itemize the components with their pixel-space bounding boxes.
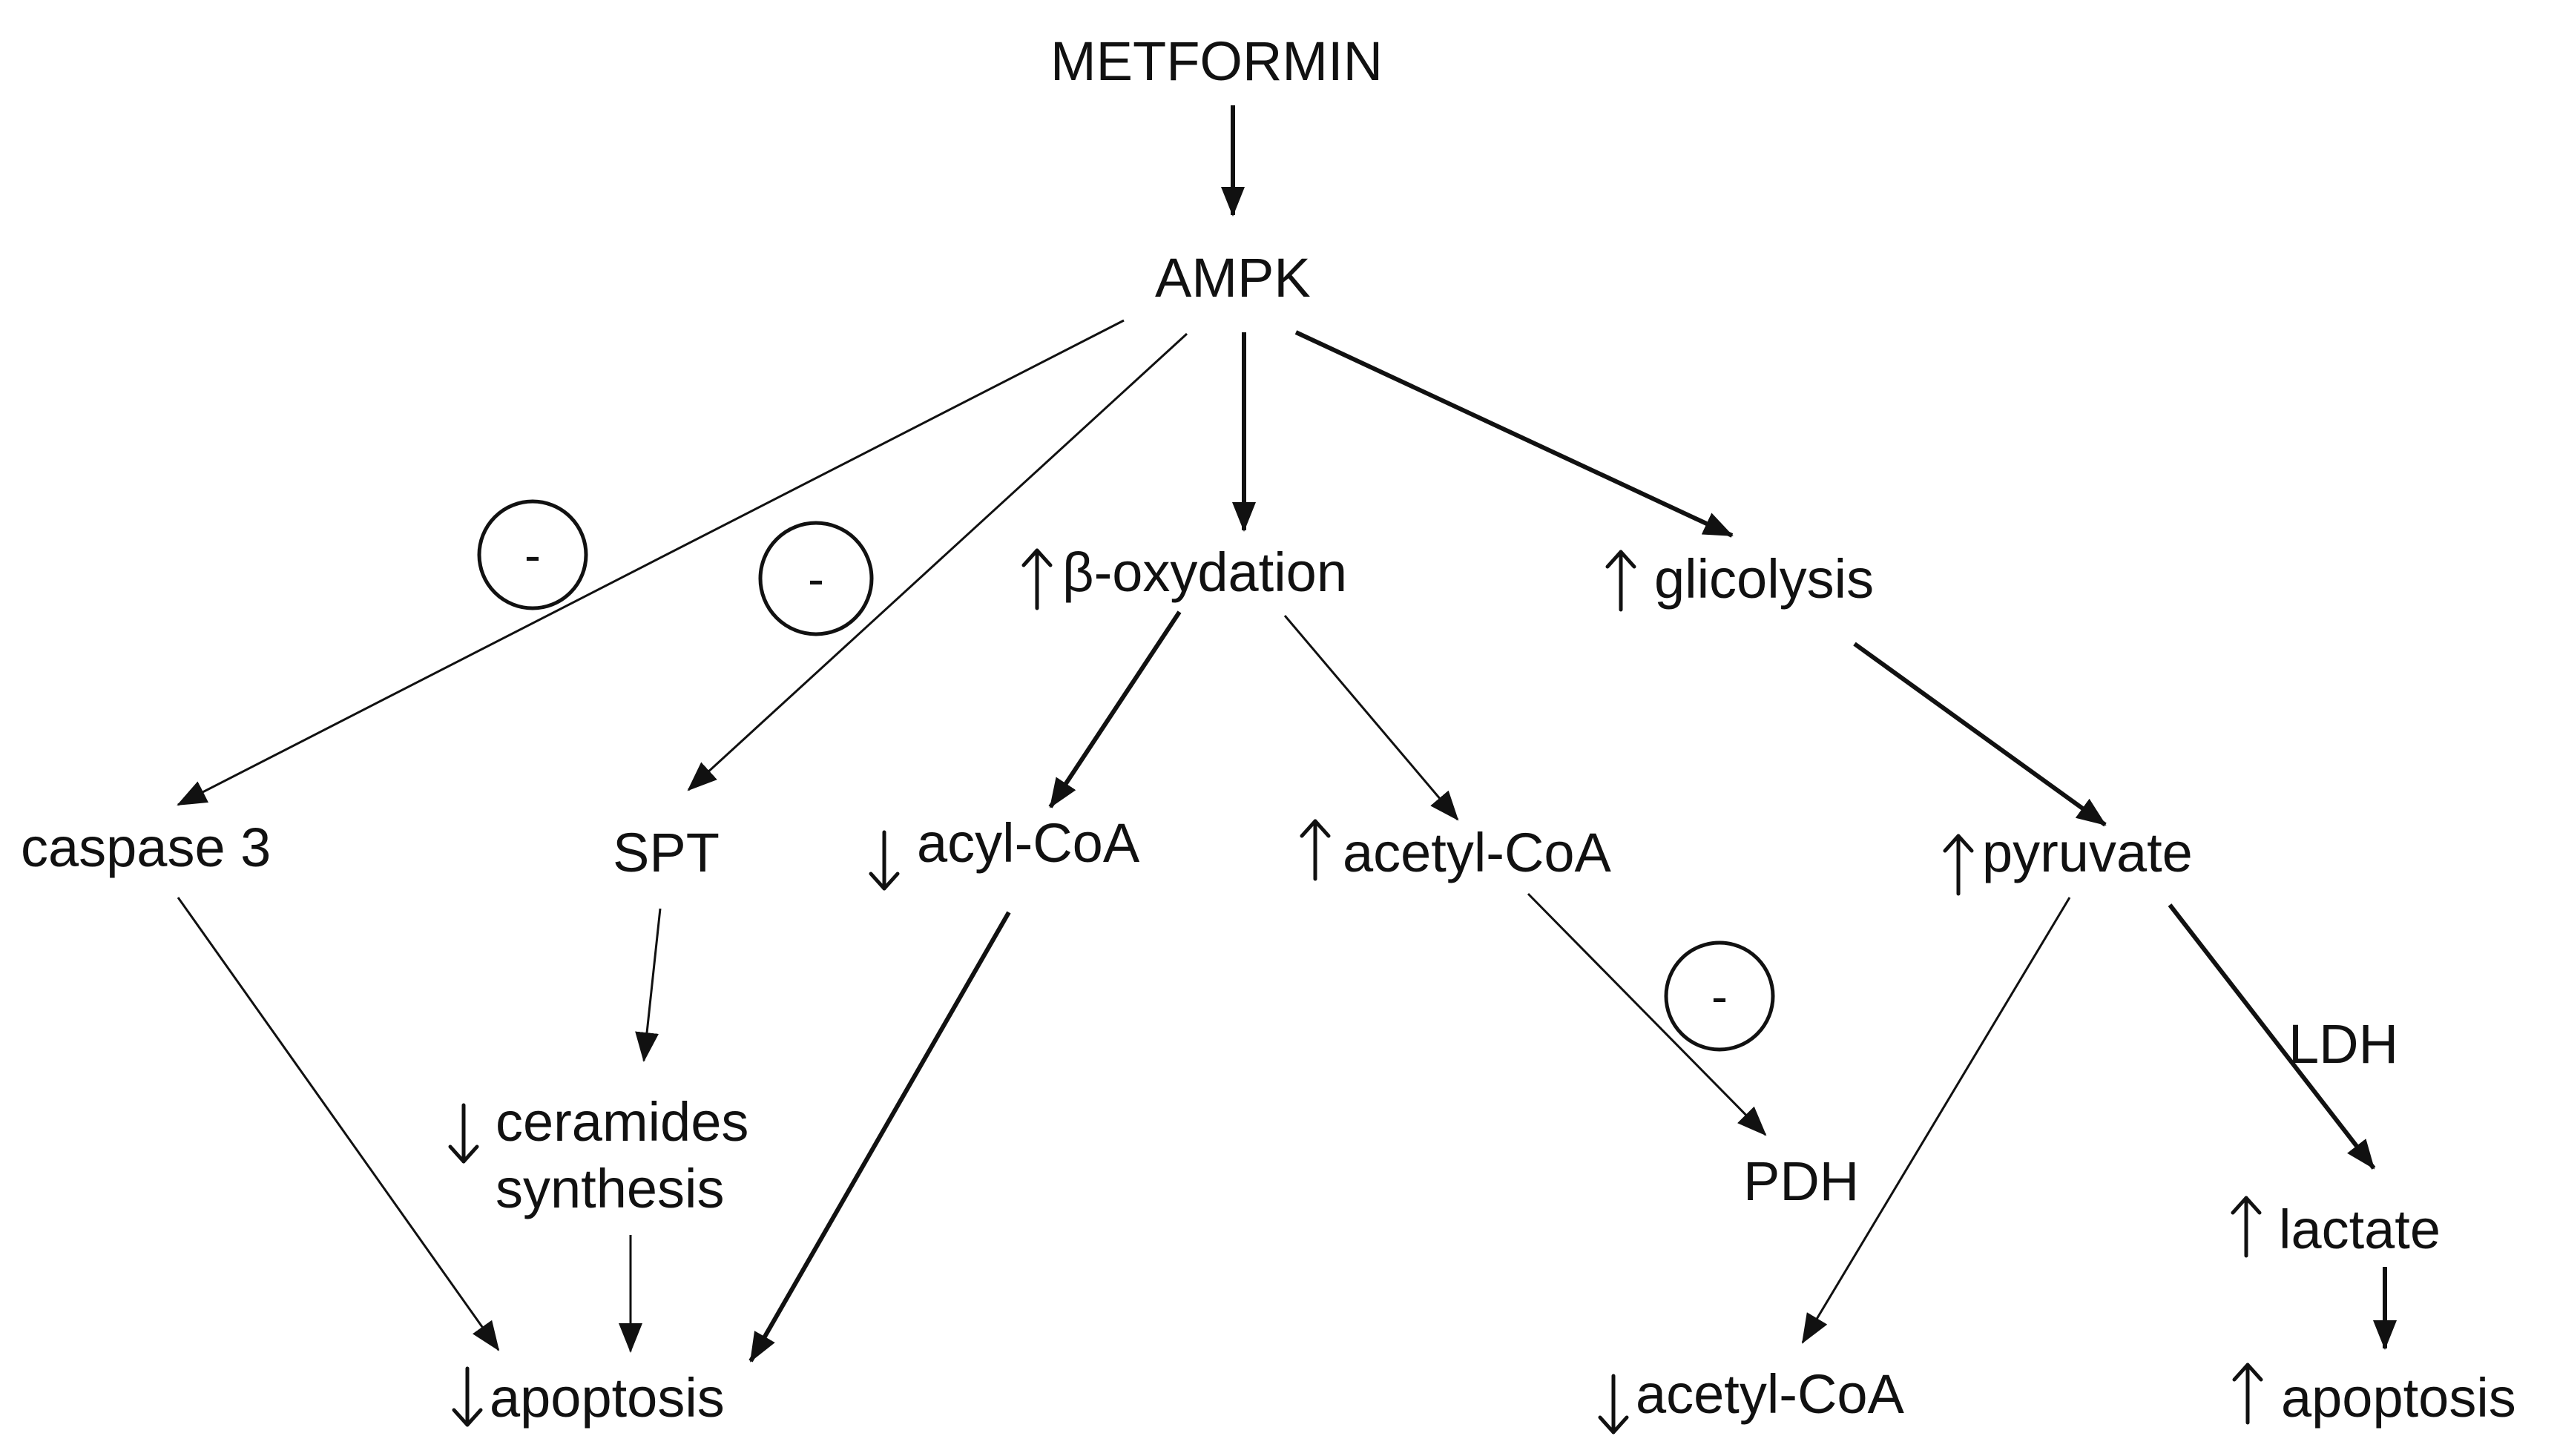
down-arrow-icon bbox=[1598, 1374, 1629, 1434]
up-arrow-icon bbox=[1943, 834, 1974, 896]
node-acetyl-coa-up: acetyl-CoA bbox=[1343, 822, 1612, 883]
up-arrow-icon bbox=[1300, 819, 1331, 881]
edge-caspase3-apoptosis-down bbox=[177, 897, 500, 1351]
inhibition-symbol: - bbox=[808, 551, 824, 606]
edge-beta-oxidation-acyl-coa bbox=[1048, 610, 1182, 808]
down-arrow-icon bbox=[452, 1366, 483, 1427]
node-ceramides-line1: ceramides bbox=[496, 1091, 748, 1153]
node-pdh: PDH bbox=[1743, 1150, 1859, 1212]
up-arrow-icon bbox=[2231, 1196, 2262, 1258]
edge-glycolysis-pyruvate bbox=[1853, 642, 2107, 827]
edge-acyl-coa-apoptosis-down bbox=[748, 911, 1011, 1363]
node-ceramides-line2: synthesis bbox=[496, 1158, 724, 1219]
node-pyruvate: pyruvate bbox=[1982, 822, 2193, 883]
edge-pyruvate-acetyl-coa-down bbox=[1801, 897, 2071, 1344]
inhibition-symbol: - bbox=[1711, 969, 1728, 1024]
down-arrow-icon bbox=[448, 1103, 479, 1164]
edge-acetyl-coa-up-pdh bbox=[1527, 892, 1767, 1136]
edge-beta-oxidation-acetyl-coa-up bbox=[1283, 615, 1459, 821]
node-metformin: METFORMIN bbox=[1050, 30, 1383, 92]
node-glycolysis: glicolysis bbox=[1654, 548, 1874, 610]
edge-pyruvate-lactate bbox=[2168, 903, 2376, 1170]
inhibition-symbol: - bbox=[524, 527, 541, 582]
node-acyl-coa: acyl-CoA bbox=[917, 812, 1140, 874]
up-arrow-icon bbox=[1021, 548, 1053, 610]
up-arrow-icon bbox=[2232, 1363, 2263, 1425]
edge-ampk-glycolysis bbox=[1294, 330, 1734, 538]
node-spt: SPT bbox=[613, 822, 720, 883]
inhibition-marker-caspase3: - bbox=[477, 499, 588, 610]
node-caspase3: caspase 3 bbox=[21, 817, 271, 878]
down-arrow-icon bbox=[869, 830, 900, 891]
node-beta-oxidation: β-oxydation bbox=[1062, 541, 1347, 603]
node-apoptosis-down: apoptosis bbox=[490, 1367, 725, 1429]
ldh-label: LDH bbox=[2288, 1013, 2398, 1075]
node-lactate: lactate bbox=[2279, 1199, 2441, 1260]
edge-ampk-spt bbox=[687, 332, 1188, 791]
inhibition-marker-pdh: - bbox=[1664, 941, 1775, 1052]
up-arrow-icon bbox=[1605, 550, 1636, 612]
edges bbox=[177, 105, 2397, 1363]
indicators bbox=[448, 548, 2263, 1434]
edge-spt-ceramides bbox=[635, 908, 662, 1062]
node-ampk: AMPK bbox=[1155, 247, 1311, 309]
edge-ampk-caspase3 bbox=[177, 319, 1125, 806]
inhibition-marker-spt: - bbox=[758, 521, 874, 636]
node-apoptosis-up: apoptosis bbox=[2281, 1367, 2516, 1429]
node-acetyl-coa-down: acetyl-CoA bbox=[1636, 1363, 1905, 1425]
